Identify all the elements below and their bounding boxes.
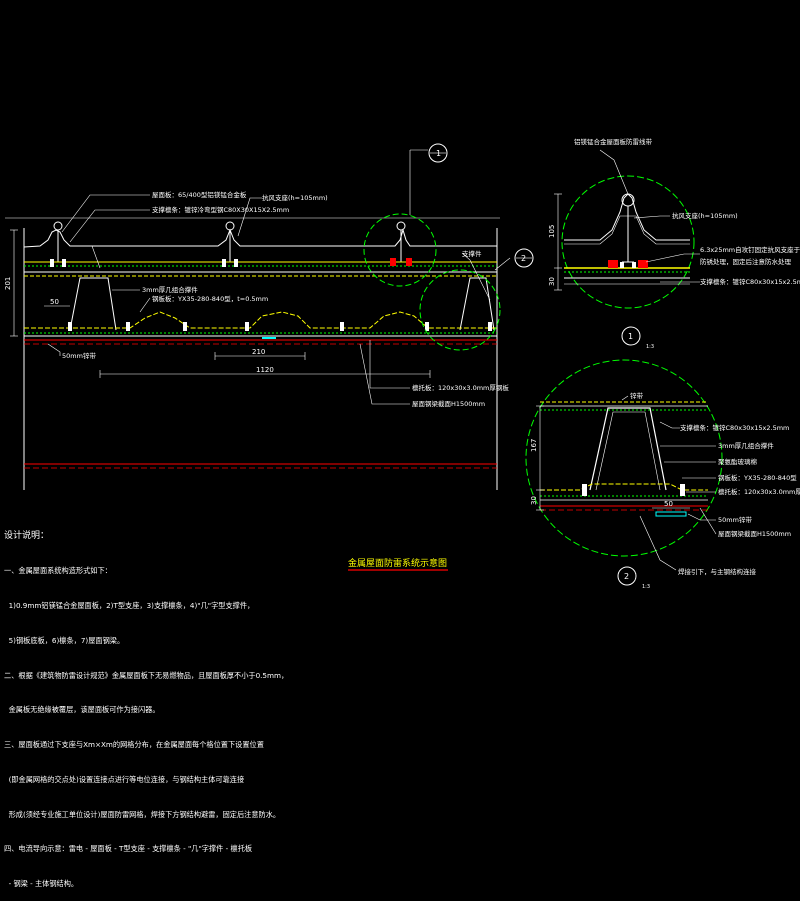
note-line: 金属板无绝缘被覆层，该屋面板可作为接闪器。 (4, 705, 160, 715)
detail2-dim-167: 167 (530, 439, 538, 452)
rib-head (53, 221, 63, 231)
callout-1-number: 1 (436, 149, 441, 158)
detail1-purlin: 支撑檩条：镀锌C80x30x15x2.5mm (700, 277, 800, 286)
note-line: - 钢梁 - 主体钢结构。 (4, 879, 79, 889)
dim-height: 201 (4, 277, 12, 290)
label-purlin-bottom: 檩托板：120x30x3.0mm厚钢板 (412, 383, 509, 392)
note-line: 5)钢板底板，6)檩条，7)屋面钢梁。 (4, 635, 125, 645)
detail1-scale: 1:3 (646, 344, 654, 350)
main-section: 屋面板：65/400型铝镁锰合金板 支撑檩条：镀锌冷弯型钢C80X30X15X2… (4, 143, 534, 490)
label-anti-wind-clip: 抗风支座(h=105mm) (262, 193, 328, 202)
detail2-ground: 焊接引下，与主钢结构连接 (678, 567, 757, 576)
detail1-clip: 抗风支座(h=105mm) (672, 211, 738, 220)
note-line: 一、金属屋面系统构造形式如下： (4, 566, 112, 576)
detail2-callout: 2 (624, 572, 629, 581)
detail-2: 167 30 50 锌带 支撑檩条：镀锌C80x30x15x2.5mm 3mm厚… (525, 359, 800, 590)
detail1-callout: 1 (628, 332, 633, 341)
roof-panel-line (23, 228, 497, 248)
note-line: 二、根据《建筑物防雷设计规范》金属屋面板下无易燃物品，且屋面板厚不小于0.5mm… (4, 670, 289, 680)
detail2-strip50: 50mm锌带 (718, 515, 752, 524)
note-line: (即金属网格的交点处)设置连接点进行等电位连接，与钢结构主体可靠连接 (4, 774, 245, 784)
detail2-wool: 聚氨酯玻璃棉 (718, 457, 758, 466)
detail1-top-note: 铝镁锰合金屋面板防雷线带 (574, 137, 653, 146)
detail-zone-1 (363, 213, 437, 287)
detail2-deck: 钢板板：YX35-280-840型 (718, 473, 797, 482)
detail2-purlin: 支撑檩条：镀锌C80x30x15x2.5mm (680, 423, 789, 432)
note-line: 1)0.9mm铝镁锰合金屋面板，2)T型支座，3)支撑檩条，4)"几"字型支撑件… (4, 600, 255, 610)
callout-2-number: 2 (521, 254, 526, 263)
callout-2 (514, 248, 534, 268)
dim-210: 210 (252, 348, 265, 356)
label-roof-beam: 屋面钢梁截面H1500mm (412, 399, 485, 408)
label-steel-deck: 钢板板：YX35-280-840型，t=0.5mm (152, 294, 268, 303)
drawing-title: 金属屋面防雷系统示意图 (348, 557, 447, 569)
detail2-dim-30: 30 (530, 496, 538, 505)
label-insulation: 3mm厚几组合撑件 (142, 285, 198, 294)
detail1-bolt: 6.3x25mm自攻钉固定抗风支座于檩条上 (700, 245, 800, 254)
dim-50: 50 (50, 298, 59, 306)
label-roof-panel: 屋面板：65/400型铝镁锰合金板 (152, 190, 247, 199)
rib-head (396, 221, 406, 231)
notes-title: 设计说明： (4, 531, 50, 541)
detail1-dim-30: 30 (548, 277, 556, 286)
callout-1 (428, 143, 448, 163)
support-piece-shape (459, 277, 495, 331)
label-support-purlin: 支撑檩条：镀锌冷弯型钢C80X30X15X2.5mm (152, 205, 289, 214)
steel-deck-profile (24, 311, 497, 329)
detail-zone-2 (419, 269, 501, 351)
label-lightning-strip: 50mm锌带 (62, 351, 96, 360)
detail2-plate: 檩托板：120x30x3.0mm厚钢板 (718, 487, 800, 496)
note-line: 四、电流导向示意：雷电 - 屋面板 - T型支座 - 支撑檩条 - "几"字撑件… (4, 844, 253, 854)
detail2-scale: 1:3 (642, 584, 650, 590)
detail2-beam: 屋面钢梁截面H1500mm (718, 529, 791, 538)
drawing-canvas: 屋面板：65/400型铝镁锰合金板 支撑檩条：镀锌冷弯型钢C80X30X15X2… (4, 137, 800, 590)
detail2-dim-50: 50 (664, 500, 673, 508)
design-notes: 一、金属屋面系统构造形式如下： 1)0.9mm铝镁锰合金屋面板，2)T型支座，3… (4, 542, 304, 901)
label-support-piece: 支撑件 (462, 249, 482, 258)
detail1-dim-105: 105 (548, 225, 556, 238)
support-piece-shape (69, 277, 117, 331)
detail2-support: 3mm厚几组合撑件 (718, 441, 774, 450)
note-line: 形成(须经专业施工单位设计)屋面防雷网格，焊接下方钢结构避雷，固定后注意防水。 (4, 809, 281, 819)
dim-1120: 1120 (256, 366, 274, 374)
detail2-strip: 锌带 (630, 391, 644, 400)
note-line: 三、屋面板通过下支座与Xm×Xm的网格分布，在金属屋面每个格位置下设置位置 (4, 740, 264, 750)
detail-1: 105 30 铝镁锰合金屋面板防雷线带 抗风支座(h=105mm) 6.3x25… (548, 137, 800, 350)
drawing-title-block: 金属屋面防雷系统示意图 (348, 557, 448, 571)
detail1-bolt2: 防锈处理，固定后注意防水处理 (700, 257, 792, 266)
